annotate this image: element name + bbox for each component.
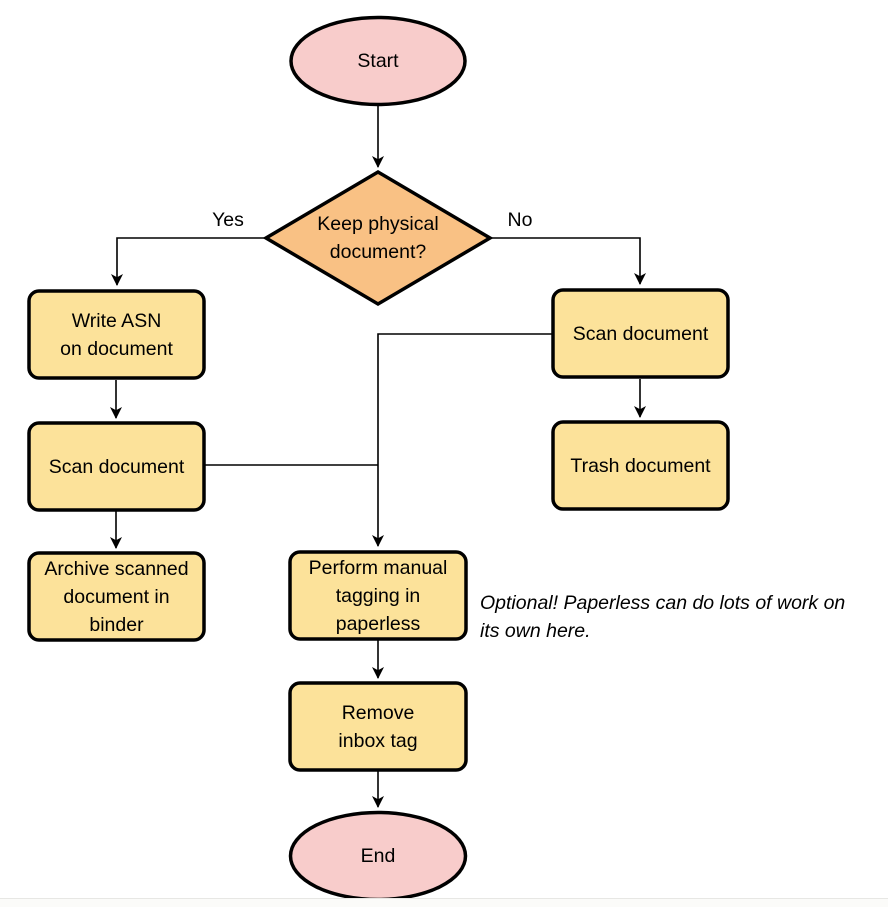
yes-edge-label: Yes [212,209,244,231]
optional-annotation: Optional! Paperless can do lots of work … [480,592,846,642]
edge-scan-right-to-tagging [372,333,553,547]
tagging-node-shape [288,550,468,641]
edges-group [110,104,646,808]
page-bottom-edge [0,898,888,907]
start-node-shape [289,15,467,107]
edge-decision-yes-to-write-asn [111,237,266,286]
no-edge-label: No [507,209,533,231]
nodes-group [27,15,730,902]
edge-decision-no-to-scan-right [490,237,646,285]
remove-inbox-node-shape [288,681,468,772]
scan-right-node-shape [551,288,730,379]
archive-node-shape [27,551,206,642]
decision-node-shape [262,169,494,307]
scan-left-node-shape [27,421,206,512]
end-node-shape [288,810,468,902]
trash-node-shape [551,420,730,511]
write-asn-node-shape [27,289,206,380]
